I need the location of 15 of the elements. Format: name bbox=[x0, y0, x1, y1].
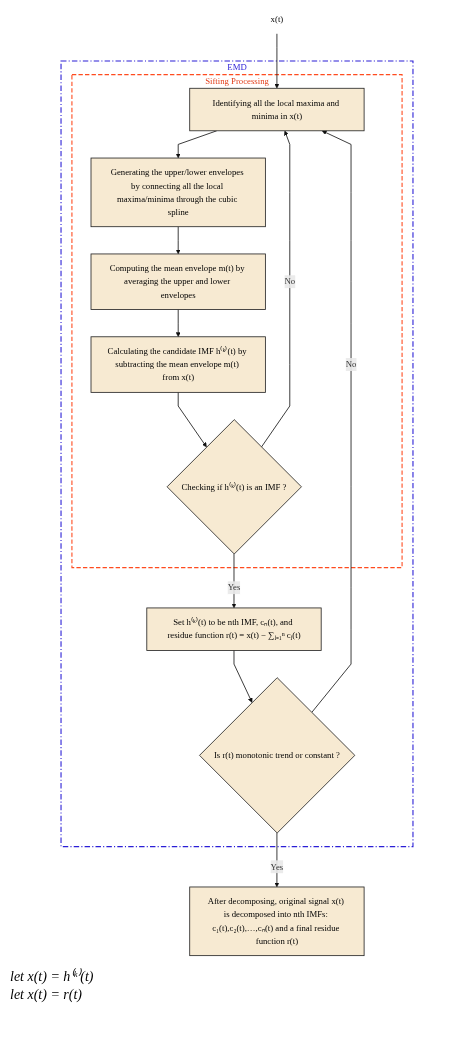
edge-label: Yes bbox=[270, 861, 284, 872]
node-box: Generating the upper/lower envelopes by connecting all the local maxima/minima through the cubic spline bbox=[90, 157, 266, 228]
edge-label: Yes bbox=[227, 582, 241, 593]
edge-label: No bbox=[345, 359, 357, 369]
node-box: After decomposing, original signal x(t) is decomposed into nth IMFs: c₁(t),c₂(t),…,cₙ(t) and a final residue function r(t) bbox=[189, 886, 365, 957]
node-box: Identifying all the local maxima and minima in x(t) bbox=[189, 87, 365, 132]
node-text: x(t) bbox=[270, 14, 284, 24]
note-text: let x(t) = r(t) bbox=[10, 987, 84, 1003]
edge-label: No bbox=[284, 276, 296, 287]
node-box: Calculating the candidate IMF h⁽ᵏ⁾(t) by subtracting the mean envelope m(t) from x(t) bbox=[90, 336, 266, 393]
node-box: Set h⁽ᵏ⁾(t) to be nth IMF, cₙ(t), and residue function r(t) = x(t) − ∑ⱼ₌₁ⁿ cⱼ(t) bbox=[146, 607, 322, 651]
node-diamond: Is r(t) monotonic trend or constant ? bbox=[199, 677, 356, 834]
note-text: let x(t) = h⁽ᵏ⁾(t) bbox=[10, 967, 95, 985]
node-diamond: Checking if h⁽ᵏ⁾(t) is an IMF ? bbox=[166, 419, 302, 555]
node-box: Computing the mean envelope m(t) by averaging the upper and lower envelopes bbox=[90, 253, 266, 310]
